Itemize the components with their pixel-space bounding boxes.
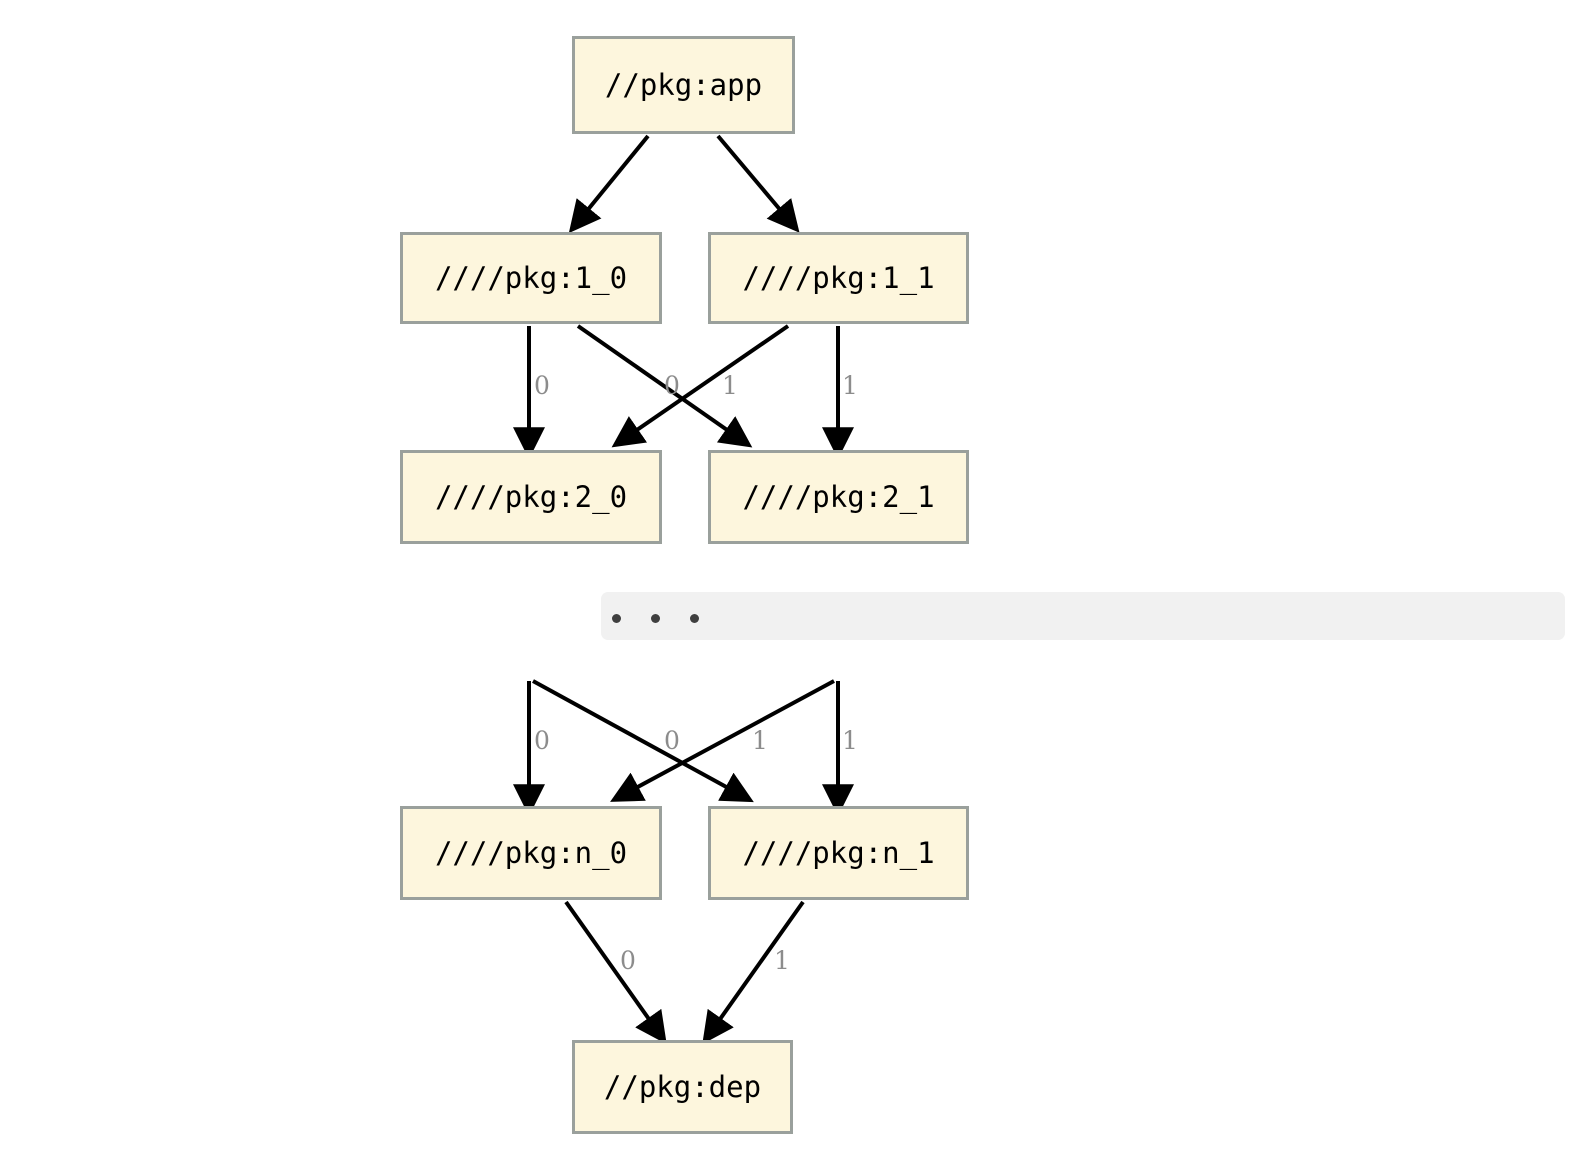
node-pkg-2_0[interactable]: ////pkg:2_0 [400, 450, 662, 544]
node-pkg-1_0[interactable]: ////pkg:1_0 [400, 232, 662, 324]
edge-label-1_1-2_0: 1 [722, 371, 738, 400]
edge-label-hidden-n_0-straight: 0 [534, 726, 550, 755]
ellipsis-dot-1 [612, 614, 621, 623]
edge-app-to-1_0 [568, 134, 650, 234]
edge-hidden-to-n_1-cross [532, 679, 754, 803]
edge-1_1-to-2_0 [611, 324, 790, 448]
edge-hidden-to-n_0-cross [610, 679, 835, 802]
node-pkg-2_1[interactable]: ////pkg:2_1 [708, 450, 969, 544]
edge-label-hidden-n_1-cross: 0 [664, 726, 680, 755]
edge-n_1-to-dep [702, 900, 805, 1045]
edge-label-1_1-2_1: 1 [842, 371, 858, 400]
node-pkg-n_1[interactable]: ////pkg:n_1 [708, 806, 969, 900]
edge-label-hidden-n_1-straight: 1 [842, 726, 858, 755]
node-pkg-dep[interactable]: //pkg:dep [572, 1040, 793, 1134]
ellipsis-dot-2 [651, 614, 660, 623]
ellipsis-dots [612, 614, 699, 623]
edge-app-to-1_1 [716, 134, 800, 233]
edge-label-n_0-dep: 0 [620, 946, 636, 975]
node-pkg-n_0[interactable]: ////pkg:n_0 [400, 806, 662, 900]
node-pkg-app[interactable]: //pkg:app [572, 36, 795, 134]
edge-label-1_0-2_1: 0 [664, 371, 680, 400]
edge-label-1_0-2_0: 0 [534, 371, 550, 400]
node-pkg-1_1[interactable]: ////pkg:1_1 [708, 232, 969, 324]
edge-1_0-to-2_1 [576, 324, 753, 448]
ellipsis-dot-3 [690, 614, 699, 623]
edge-label-hidden-n_0-cross: 1 [752, 726, 768, 755]
ellipsis-band [601, 592, 1565, 640]
edge-label-n_1-dep: 1 [774, 946, 790, 975]
edge-n_0-to-dep [564, 900, 667, 1045]
